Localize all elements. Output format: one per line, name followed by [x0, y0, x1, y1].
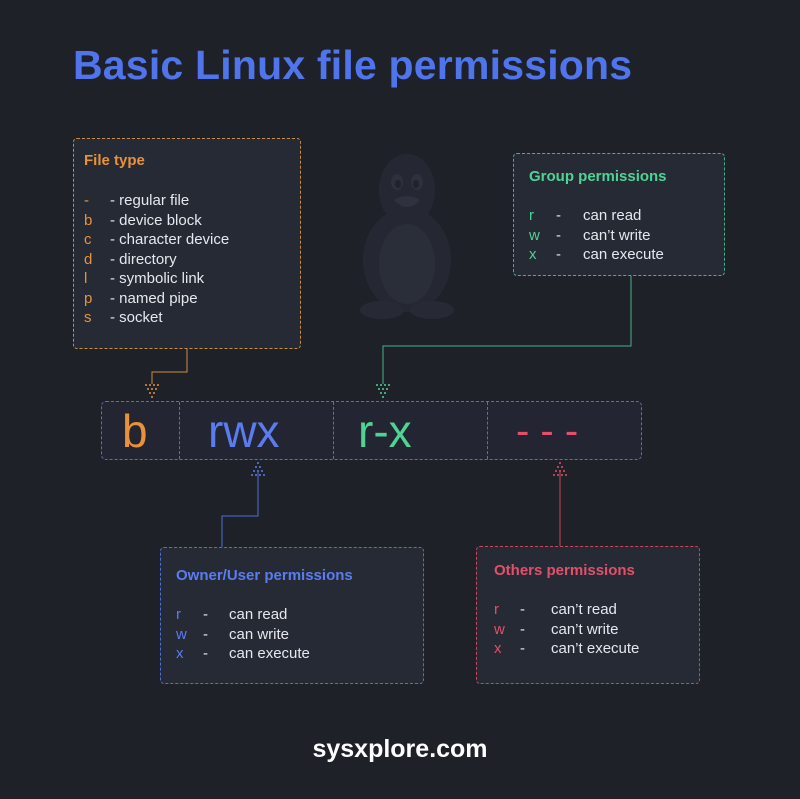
permission-string: b rwx r-x - - -: [101, 401, 642, 460]
segment-divider: [487, 402, 488, 459]
page-title: Basic Linux file permissions: [73, 42, 633, 88]
file-type-char: b: [122, 405, 148, 457]
site-footer: sysxplore.com: [312, 735, 488, 763]
file-type-box: File type -- regular file b- device bloc…: [73, 138, 301, 349]
segment-divider: [333, 402, 334, 459]
others-permission-chars: - - -: [516, 409, 579, 453]
file-type-heading: File type: [84, 152, 145, 169]
owner-arrow: [251, 462, 265, 476]
owner-permission-chars: rwx: [208, 405, 280, 457]
filetype-arrow: [145, 384, 159, 398]
group-permissions-heading: Group permissions: [529, 168, 667, 185]
group-arrow: [376, 384, 390, 398]
tux-penguin-icon: [360, 154, 454, 319]
others-permissions-heading: Others permissions: [494, 562, 635, 579]
owner-permissions-heading: Owner/User permissions: [176, 567, 353, 584]
others-arrow: [553, 462, 567, 476]
others-permissions-box: Others permissions r-can’t read w-can’t …: [476, 546, 700, 684]
owner-permissions-box: Owner/User permissions r-can read w-can …: [160, 547, 424, 684]
group-permissions-box: Group permissions r-can read w-can’t wri…: [513, 153, 725, 276]
segment-divider: [179, 402, 180, 459]
group-permission-chars: r-x: [358, 405, 412, 457]
